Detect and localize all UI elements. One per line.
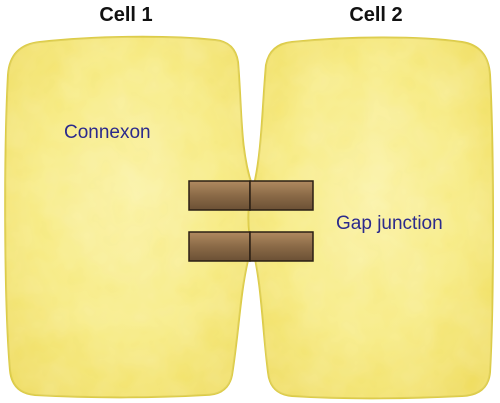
connexon-lower-left (188, 231, 251, 262)
cell-2 (247, 36, 494, 400)
cell-1-title: Cell 1 (99, 4, 152, 26)
cell-1 (4, 35, 258, 399)
gap-junction-channel-lower (188, 231, 314, 262)
gap-junction-channel-upper (188, 180, 314, 211)
connexon-upper-left (188, 180, 251, 211)
connexon-label: Connexon (64, 122, 151, 143)
gap-junction-label: Gap junction (336, 213, 443, 234)
connexon-lower-right (249, 231, 314, 262)
connexon-upper-right (249, 180, 314, 211)
cell-2-title: Cell 2 (349, 4, 402, 26)
